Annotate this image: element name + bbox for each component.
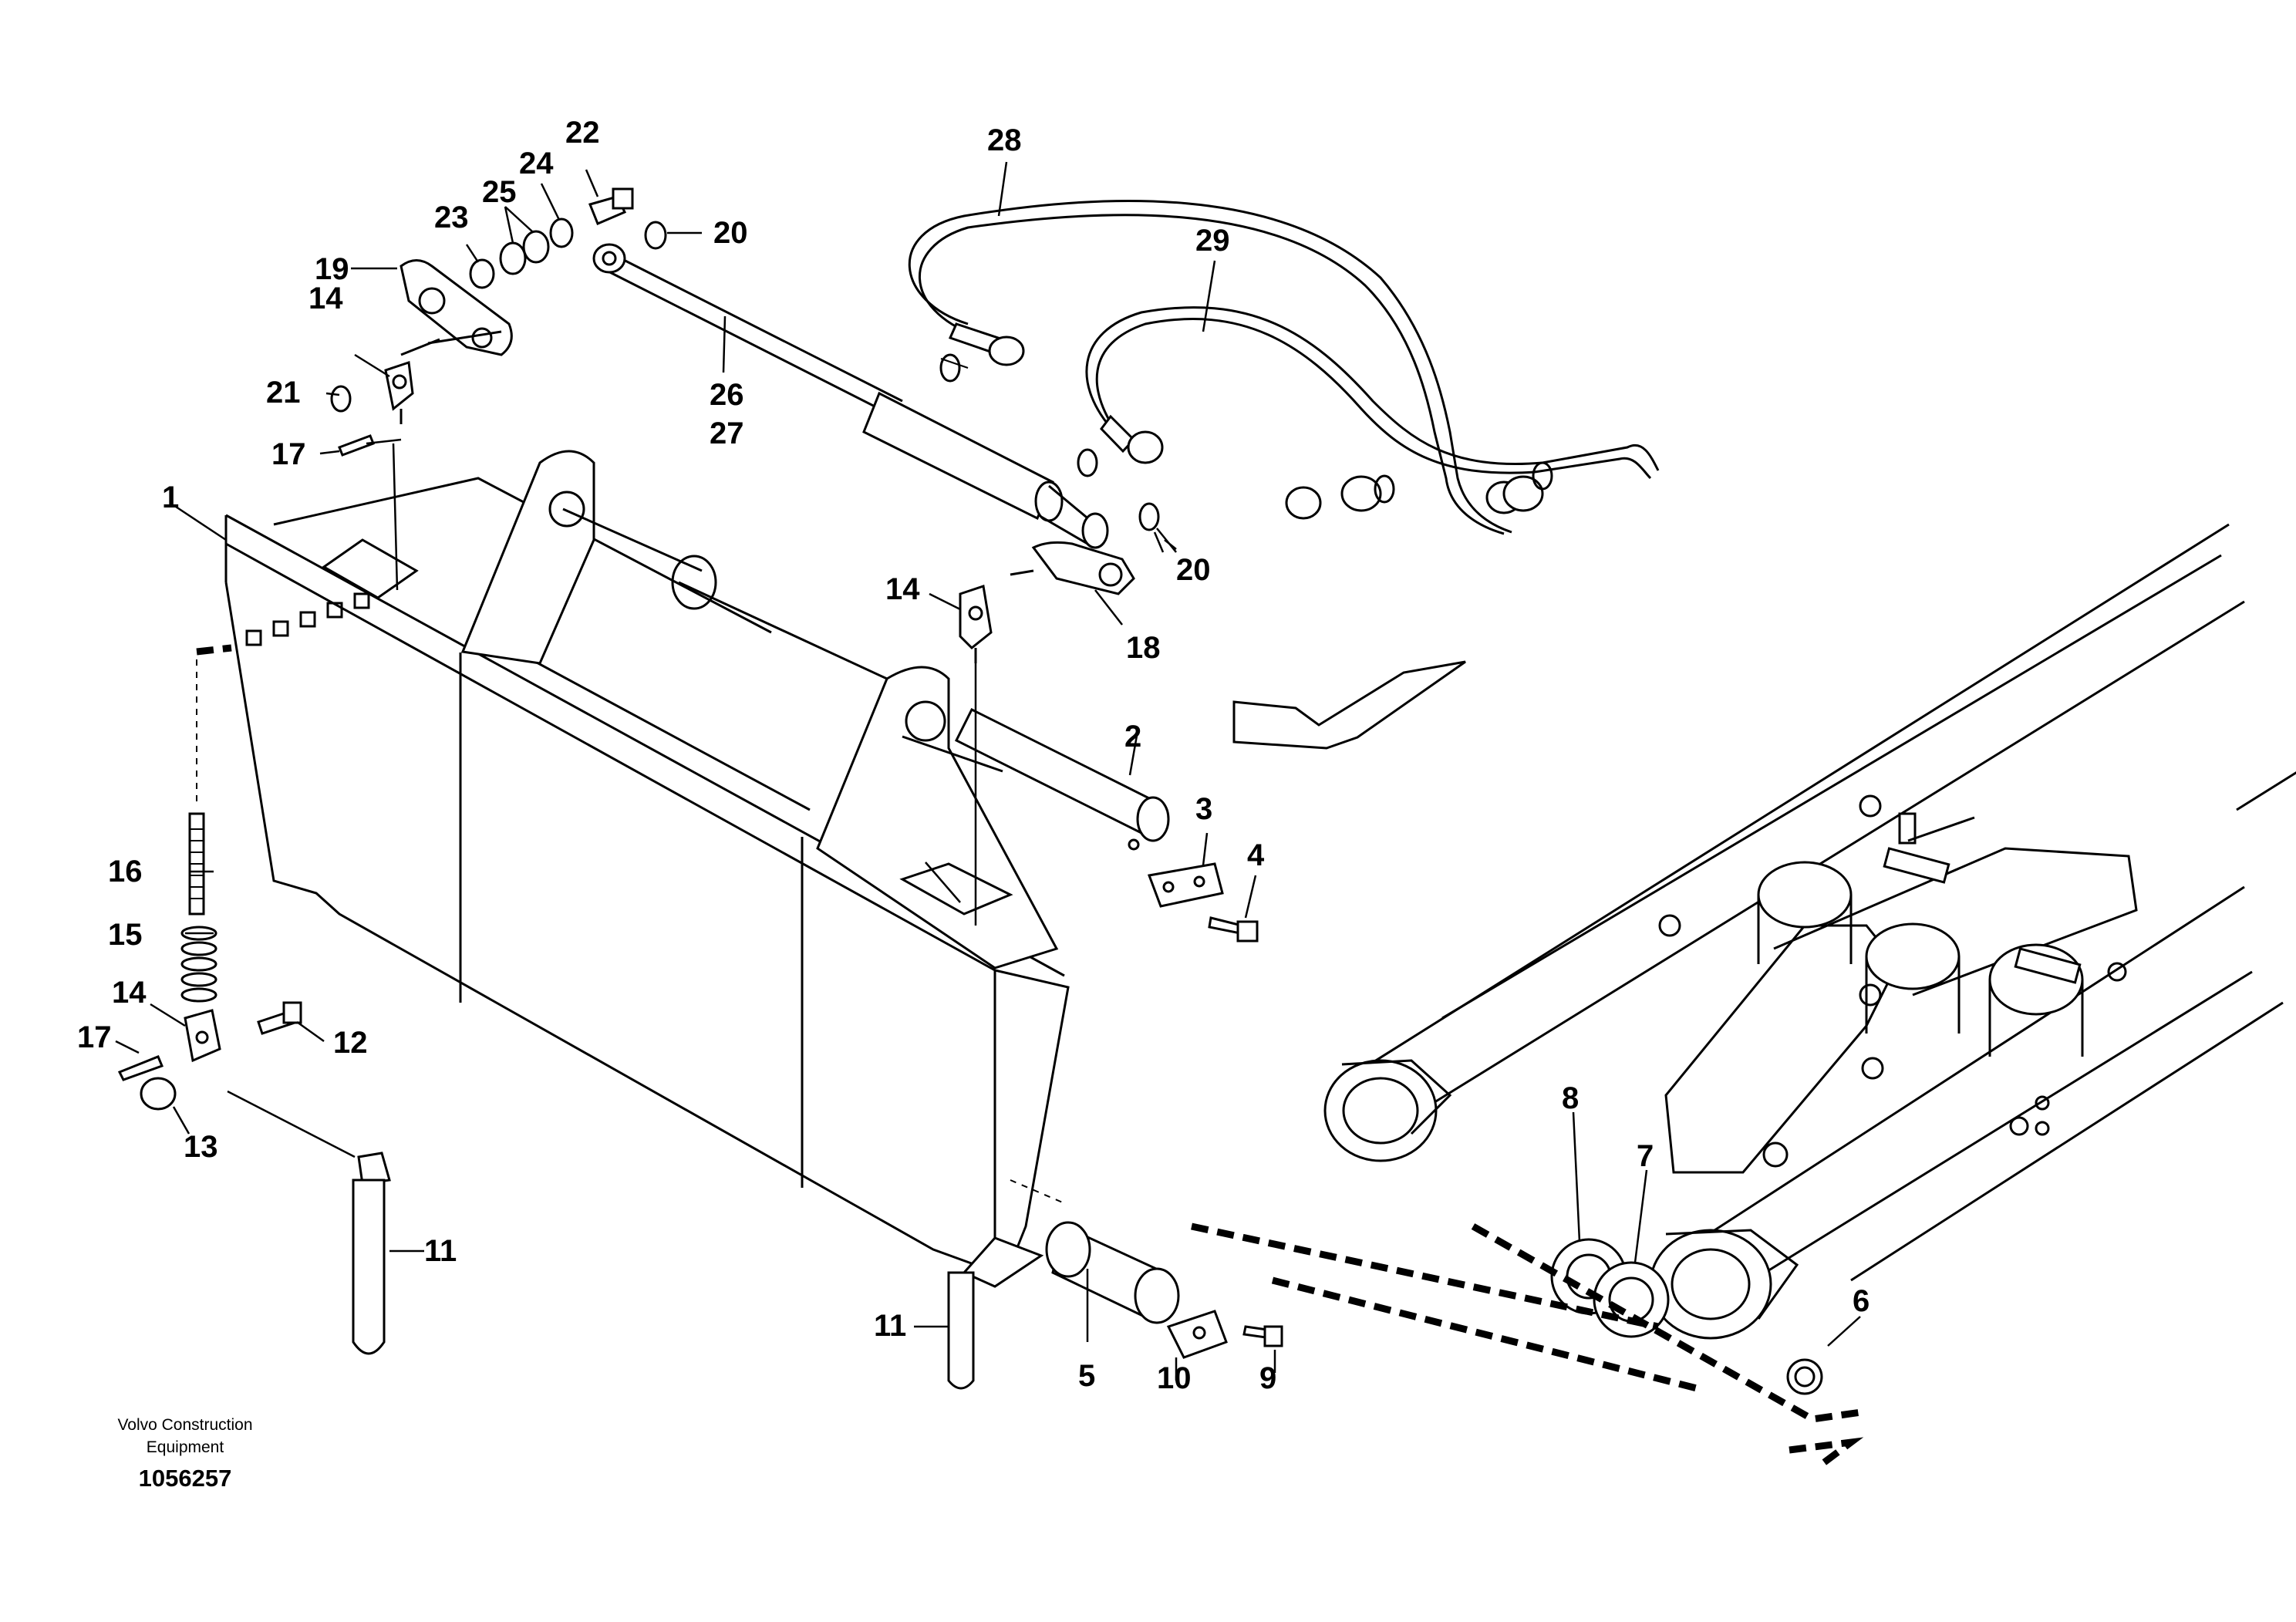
callout-2: 2 [1124,720,1141,754]
brand-line-1: Volvo Construction [117,1416,252,1434]
callout-16: 16 [108,855,143,889]
callout-15: 15 [108,918,143,952]
callout-26: 26 [710,378,744,412]
callout-13: 13 [184,1130,218,1164]
footer: Volvo Construction Equipment 1056257 [117,1416,252,1492]
callout-25: 25 [482,175,517,209]
callout-7: 7 [1637,1139,1654,1173]
center-parts [902,502,1259,943]
callout-18: 18 [1126,631,1161,665]
callout-9: 9 [1259,1361,1276,1395]
callout-labels: 1 2 3 4 5 6 7 8 9 10 11 11 12 13 14 14 1… [77,116,1870,1395]
callout-17-lower: 17 [77,1020,112,1054]
callout-28: 28 [987,123,1022,157]
callout-11-bottom: 11 [874,1309,906,1343]
callout-6: 6 [1853,1284,1870,1318]
attachment-frame [224,450,1070,1390]
callout-10: 10 [1157,1361,1192,1395]
callout-17-top: 17 [271,437,306,471]
cylinder [592,243,1109,549]
callout-27: 27 [710,416,744,450]
callout-14-top: 14 [308,282,343,315]
top-left-fasteners [330,187,667,457]
callout-24: 24 [519,147,554,180]
brand-line-2: Equipment [147,1438,224,1456]
callout-12: 12 [333,1026,368,1060]
callout-21: 21 [266,376,301,410]
callout-4: 4 [1247,838,1265,872]
leader-lines [115,161,1861,1381]
callout-3: 3 [1195,792,1212,826]
callout-1: 1 [162,481,179,514]
hydraulic-hoses [908,200,1660,535]
bottom-parts [196,644,1867,1469]
callout-20-center: 20 [1176,553,1211,587]
boom-arm [1323,523,2296,1340]
callout-20-top: 20 [713,216,748,250]
callout-19: 19 [315,252,349,286]
callout-5: 5 [1078,1359,1095,1393]
spring [180,926,217,1003]
callout-14-lower: 14 [112,976,147,1010]
callout-14-center: 14 [885,572,920,606]
callout-11-left: 11 [424,1234,457,1268]
direction-arrow [1232,660,1466,750]
callout-8: 8 [1562,1081,1579,1115]
callout-29: 29 [1195,224,1230,258]
callout-22: 22 [565,116,600,150]
callout-23: 23 [434,201,469,234]
document-number: 1056257 [139,1465,232,1492]
